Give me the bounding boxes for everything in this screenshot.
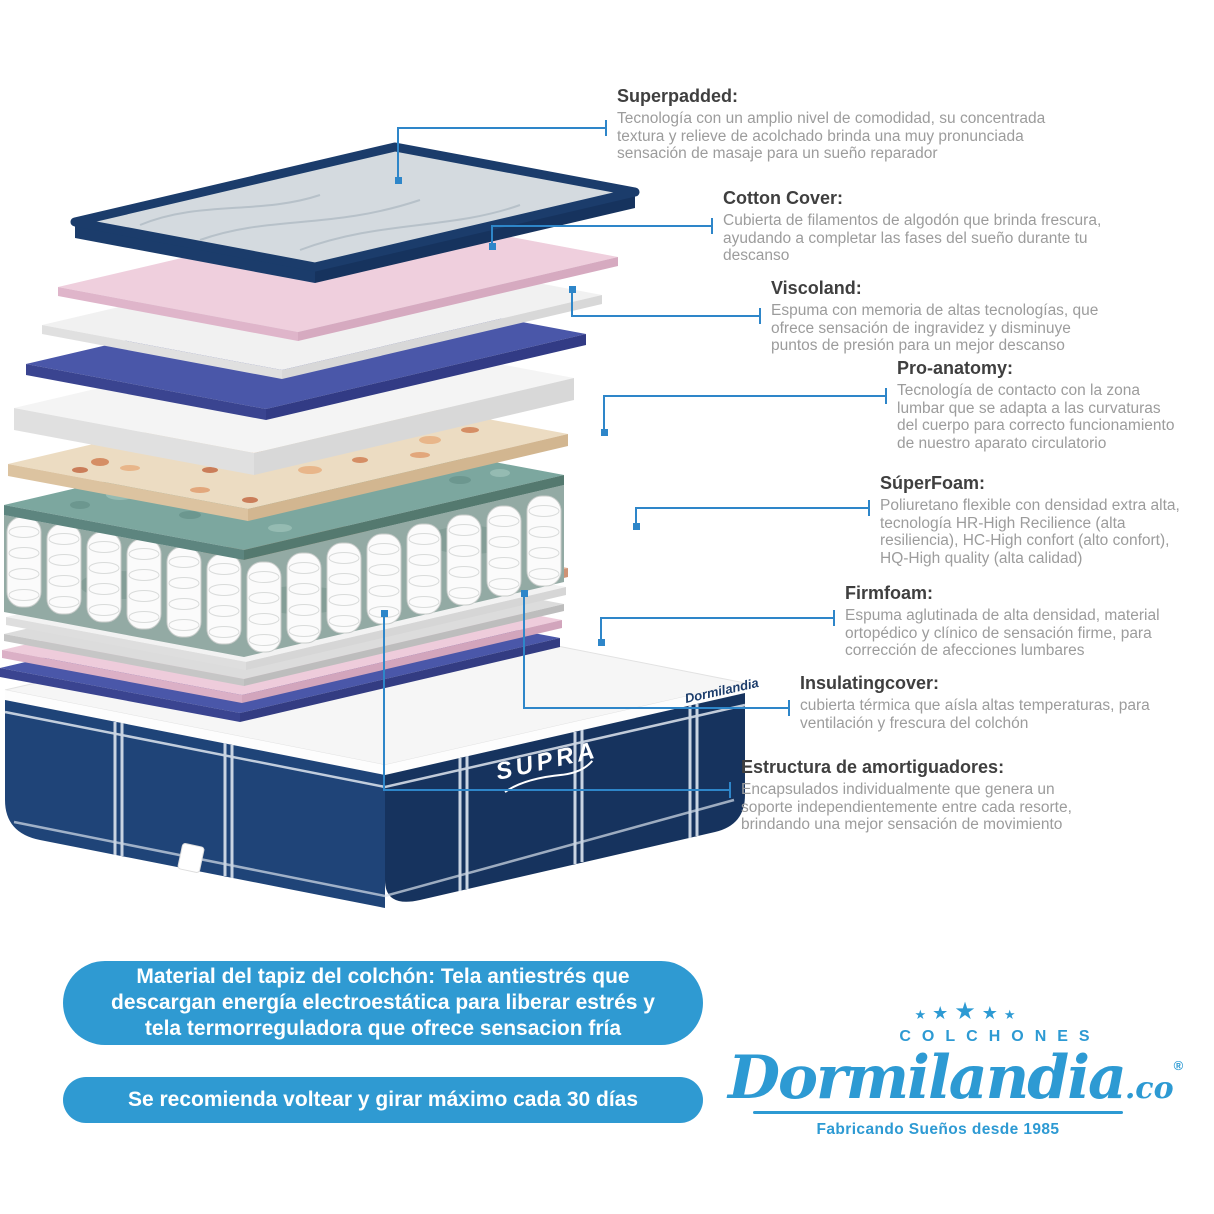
callout-body: Espuma con memoria de altas tecnologías,… bbox=[771, 302, 1099, 355]
spring-coil bbox=[46, 523, 82, 615]
brand-name: Dormilandia bbox=[728, 1043, 1127, 1113]
spring-coil bbox=[326, 542, 362, 634]
callout-title: Pro-anatomy: bbox=[897, 358, 1014, 378]
connector-lines bbox=[383, 120, 887, 798]
callout-body: cubierta térmica que aísla altas tempera… bbox=[800, 697, 1150, 732]
callout-superpadded: Superpadded: Tecnología con un amplio ni… bbox=[617, 86, 1087, 163]
callout-title: Viscoland: bbox=[771, 278, 862, 298]
spring-coil bbox=[6, 516, 42, 608]
callout-title: SúperFoam: bbox=[880, 473, 986, 493]
star-icon: ★ bbox=[932, 1003, 949, 1023]
star-icon: ★ bbox=[954, 998, 976, 1025]
spring-coil bbox=[446, 514, 482, 606]
callout-title: Superpadded: bbox=[617, 86, 739, 106]
callout-cotton-cover: Cotton Cover: Cubierta de filamentos de … bbox=[723, 188, 1123, 265]
star-icon: ★ bbox=[914, 1007, 927, 1022]
connector-endpoints bbox=[381, 177, 640, 646]
registered-mark: ® bbox=[1173, 1058, 1184, 1073]
callout-estructura: Estructura de amortiguadores: Encapsulad… bbox=[741, 757, 1086, 834]
callout-body: Poliuretano flexible con densidad extra … bbox=[880, 497, 1180, 567]
connector-firmfoam bbox=[600, 610, 835, 642]
connector-cotton-cover bbox=[491, 218, 713, 246]
brand-category: COLCHONES bbox=[899, 1028, 1101, 1045]
brand-logo: ★★★★★ COLCHONES Dormilandia.co® Fabrican… bbox=[728, 1000, 1183, 1139]
care-tag bbox=[177, 843, 205, 873]
quilt-pattern bbox=[139, 194, 521, 251]
callout-firmfoam: Firmfoam: Espuma aglutinada de alta dens… bbox=[845, 583, 1190, 660]
spring-coil bbox=[286, 552, 322, 644]
banner-recommendation: Se recomienda voltear y girar máximo cad… bbox=[63, 1077, 703, 1123]
spring-coil bbox=[526, 495, 562, 587]
star-icon: ★ bbox=[1003, 1007, 1016, 1022]
callout-body: Tecnología de contacto con la zona lumba… bbox=[897, 382, 1175, 452]
callout-title: Cotton Cover: bbox=[723, 188, 843, 208]
spring-coil bbox=[86, 531, 122, 623]
spring-coil bbox=[126, 538, 162, 630]
connector-superfoam bbox=[635, 500, 870, 526]
callout-body: Espuma aglutinada de alta densidad, mate… bbox=[845, 607, 1160, 660]
callout-title: Insulatingcover: bbox=[800, 673, 940, 693]
base-stripes bbox=[113, 704, 699, 891]
callout-body: Encapsulados individualmente que genera … bbox=[741, 781, 1072, 834]
callout-title: Firmfoam: bbox=[845, 583, 934, 603]
callout-viscoland: Viscoland: Espuma con memoria de altas t… bbox=[771, 278, 1121, 355]
connector-superpadded bbox=[397, 120, 607, 180]
callout-body: Tecnología con un amplio nivel de comodi… bbox=[617, 110, 1046, 163]
callout-title: Estructura de amortiguadores: bbox=[741, 757, 1005, 777]
spring-coil bbox=[246, 561, 282, 653]
layer-superpadded-navy bbox=[70, 142, 640, 283]
spring-coil bbox=[206, 553, 242, 645]
front-label-flourish bbox=[504, 760, 594, 793]
connector-insulatingcover bbox=[523, 594, 790, 716]
banner-material: Material del tapiz del colchón: Tela ant… bbox=[63, 961, 703, 1045]
base-mattress: SUPRA Dormilandia bbox=[4, 607, 760, 908]
pocket-springs bbox=[4, 485, 564, 657]
callout-superfoam: SúperFoam: Poliuretano flexible con dens… bbox=[880, 473, 1182, 568]
callout-body: Cubierta de filamentos de algodón que br… bbox=[723, 212, 1102, 265]
connector-estructura bbox=[383, 614, 731, 798]
spring-coil bbox=[406, 523, 442, 615]
bottom-piping bbox=[13, 798, 735, 898]
brand-underline bbox=[753, 1111, 1123, 1114]
brand-suffix: .co bbox=[1124, 1071, 1174, 1106]
brand-tagline: Fabricando Sueños desde 1985 bbox=[816, 1121, 1060, 1138]
brand-stars: ★★★★★ bbox=[755, 1000, 1175, 1026]
connector-pro-anatomy bbox=[603, 388, 887, 432]
spring-coil bbox=[486, 505, 522, 597]
connector-viscoland bbox=[571, 290, 761, 324]
star-icon: ★ bbox=[981, 1003, 998, 1023]
brand-name-row: Dormilandia.co® bbox=[728, 1048, 1183, 1108]
callout-insulatingcover: Insulatingcover: cubierta térmica que aí… bbox=[800, 673, 1150, 732]
spring-coil bbox=[166, 546, 202, 638]
callout-pro-anatomy: Pro-anatomy: Tecnología de contacto con … bbox=[897, 358, 1182, 453]
